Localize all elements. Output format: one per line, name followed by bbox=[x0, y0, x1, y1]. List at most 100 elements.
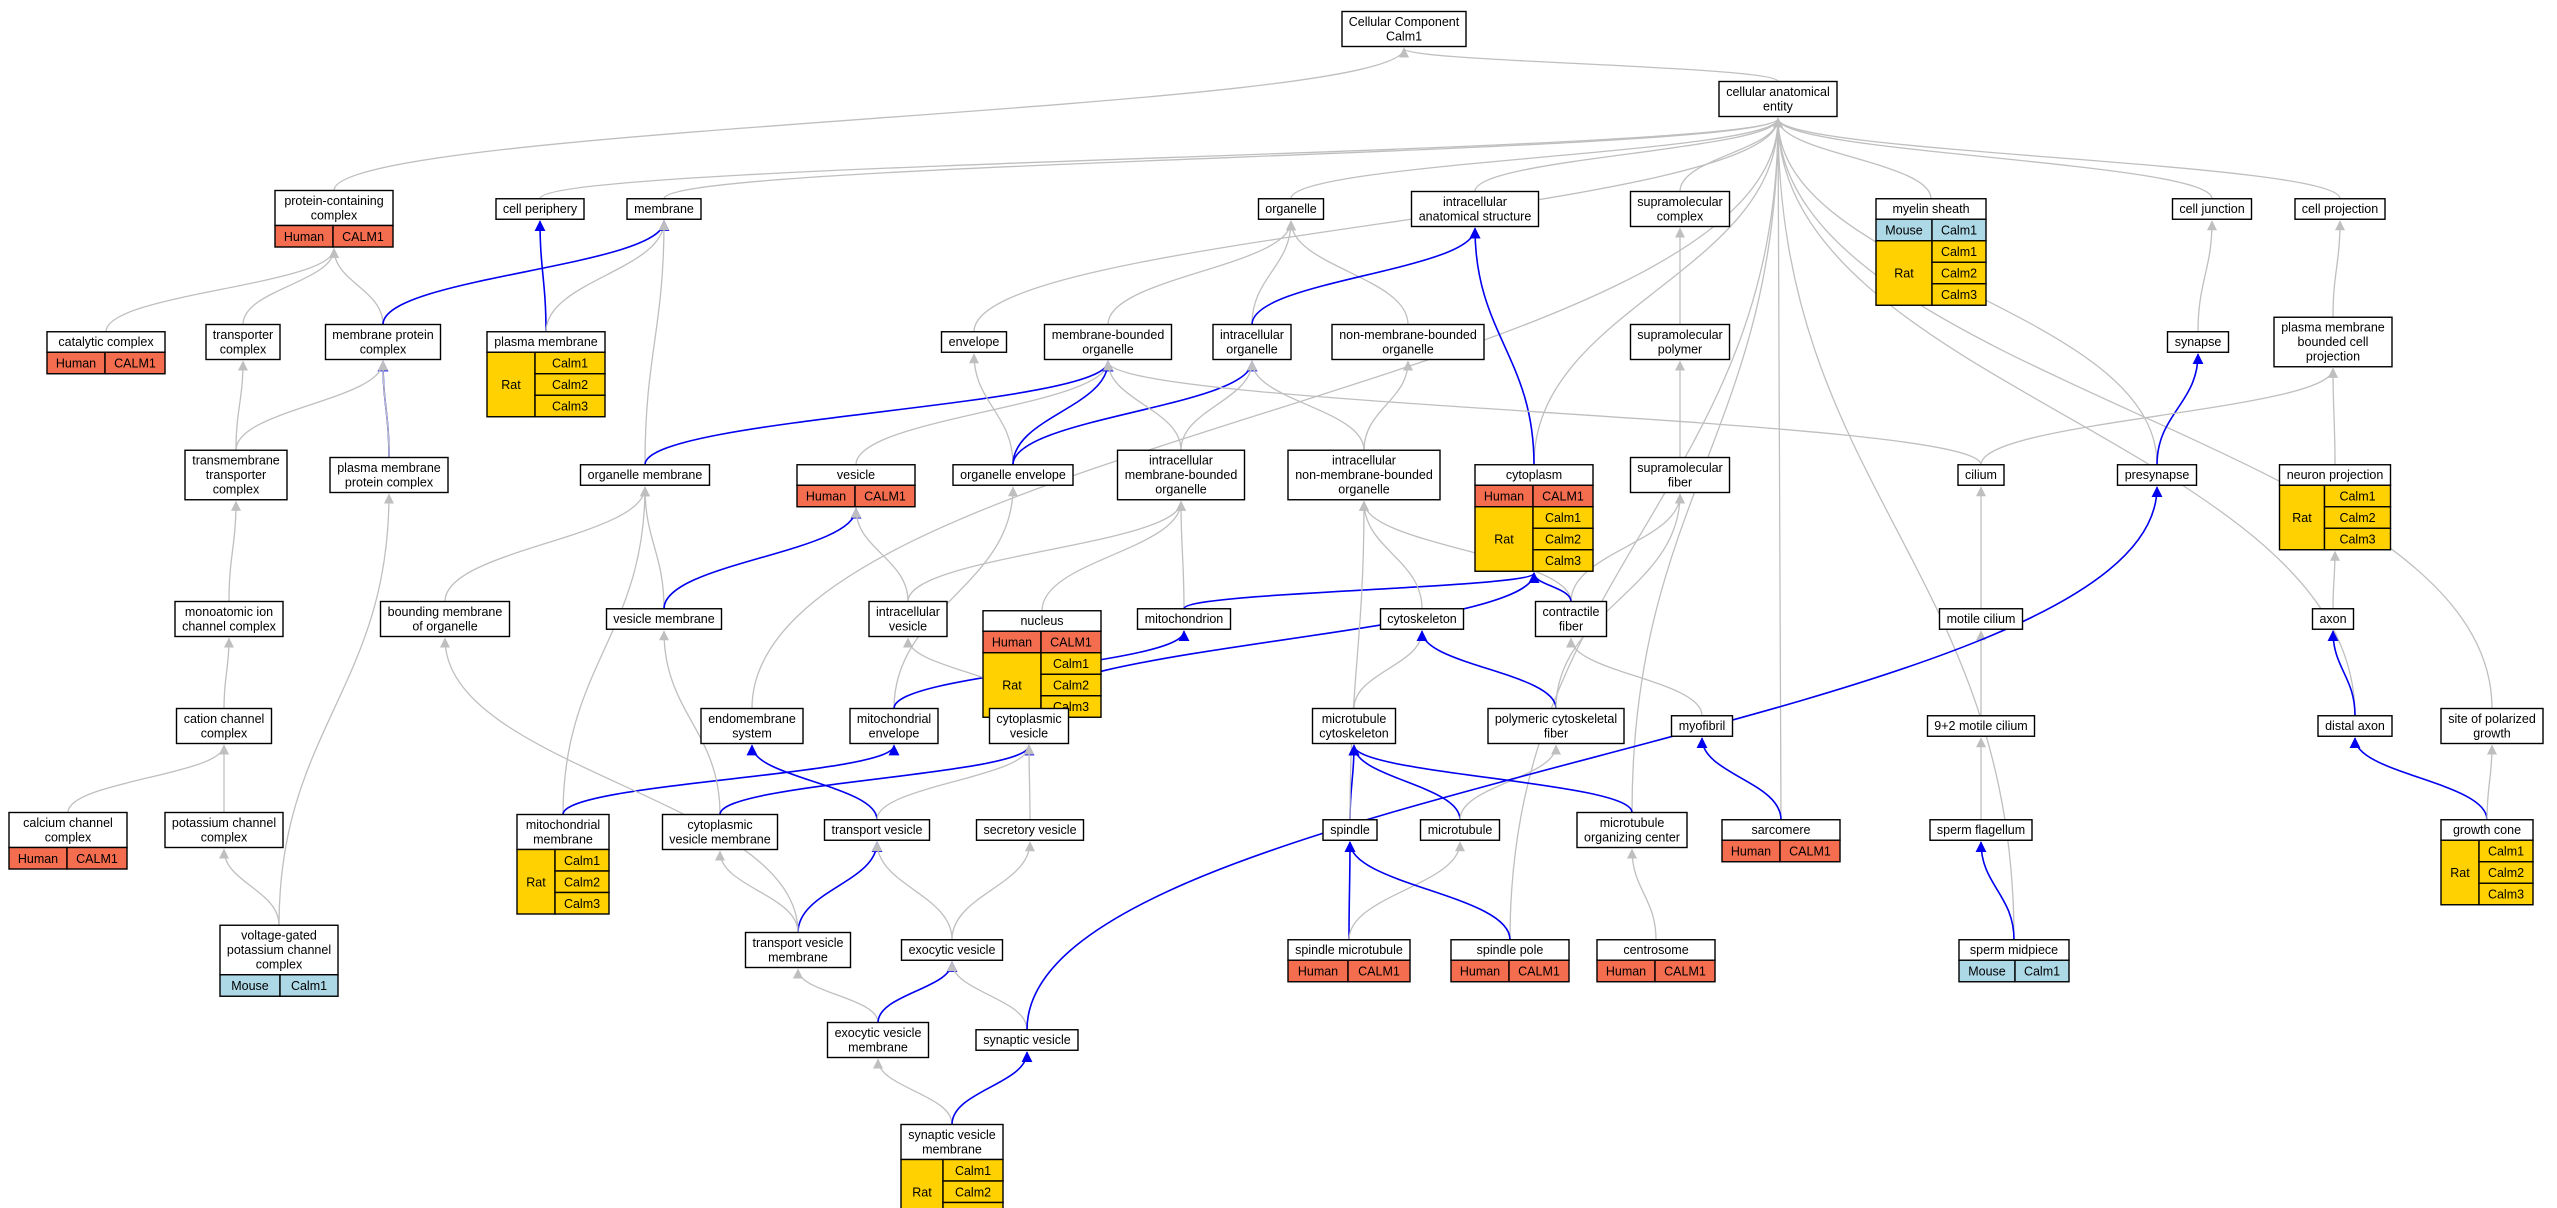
node-presynapse[interactable]: presynapse bbox=[2116, 464, 2198, 486]
node-celljunction[interactable]: cell junction bbox=[2171, 198, 2253, 220]
node-cellproj[interactable]: cell projection bbox=[2294, 198, 2386, 220]
edge-cperiph-to-cae bbox=[539, 117, 1783, 200]
node-cytoskel[interactable]: cytoskeleton bbox=[1379, 608, 1465, 630]
node-microtubule[interactable]: microtubule bbox=[1419, 819, 1501, 841]
species-label: Human bbox=[992, 636, 1032, 650]
node-myofibril[interactable]: myofibril bbox=[1670, 715, 1734, 737]
gene-label: Calm3 bbox=[1545, 554, 1581, 568]
species-label: Human bbox=[284, 230, 324, 244]
node-transves[interactable]: transport vesicle bbox=[823, 819, 931, 841]
node-label: growth cone bbox=[2453, 823, 2521, 837]
node-vesmem[interactable]: vesicle membrane bbox=[605, 608, 723, 630]
node-label: membrane bbox=[533, 832, 593, 846]
node-svm[interactable]: synaptic vesiclemembraneRatCalm1Calm2Cal… bbox=[900, 1123, 1004, 1208]
node-ninetwo[interactable]: 9+2 motile cilium bbox=[1926, 715, 2036, 737]
edge-pmbcp-to-cellproj bbox=[2332, 220, 2345, 318]
node-motilecilium[interactable]: motile cilium bbox=[1938, 608, 2024, 630]
edge-tmtc-to-mpc bbox=[235, 360, 388, 451]
node-mito[interactable]: mitochondrion bbox=[1136, 608, 1232, 630]
node-synves[interactable]: synaptic vesicle bbox=[975, 1029, 1079, 1051]
gene-label: Calm1 bbox=[552, 357, 588, 371]
node-label: complex bbox=[311, 208, 358, 222]
node-label: fiber bbox=[1668, 475, 1692, 489]
node-label: myelin sheath bbox=[1892, 202, 1969, 216]
node-label: centrosome bbox=[1623, 943, 1688, 957]
node-label: transporter bbox=[206, 468, 266, 482]
node-secretves[interactable]: secretory vesicle bbox=[975, 819, 1085, 841]
node-envelope[interactable]: envelope bbox=[940, 331, 1008, 353]
edge-intraorg-to-ias bbox=[1251, 227, 1481, 325]
node-label: microtubule bbox=[1322, 712, 1387, 726]
edge-evm-to-tvm bbox=[793, 968, 879, 1023]
node-cperiph[interactable]: cell periphery bbox=[495, 198, 585, 220]
node-synapse[interactable]: synapse bbox=[2166, 331, 2230, 353]
edge-tvm-to-transves bbox=[797, 841, 883, 933]
node-inmbo[interactable]: intracellularnon-membrane-boundedorganel… bbox=[1287, 449, 1441, 501]
node-membrane[interactable]: membrane bbox=[626, 198, 702, 220]
node-cilium[interactable]: cilium bbox=[1957, 464, 2005, 486]
node-distalaxon[interactable]: distal axon bbox=[2317, 715, 2393, 737]
node-label: organelle bbox=[1338, 483, 1389, 497]
node-exoves[interactable]: exocytic vesicle bbox=[900, 939, 1004, 961]
node-spermflag[interactable]: sperm flagellum bbox=[1929, 819, 2033, 841]
species-label: Human bbox=[56, 357, 96, 371]
node-orgmem[interactable]: organelle membrane bbox=[579, 464, 711, 486]
node-spindle[interactable]: spindle bbox=[1322, 819, 1378, 841]
node-label: membrane bbox=[634, 202, 694, 216]
node-organelle[interactable]: organelle bbox=[1257, 198, 1325, 220]
node-label: distal axon bbox=[2325, 719, 2385, 733]
edge-sarcomere-to-cae bbox=[1773, 117, 1784, 820]
node-label: non-membrane-bounded bbox=[1339, 328, 1477, 342]
node-orgenv[interactable]: organelle envelope bbox=[952, 464, 1074, 486]
node-axon[interactable]: axon bbox=[2311, 608, 2355, 630]
